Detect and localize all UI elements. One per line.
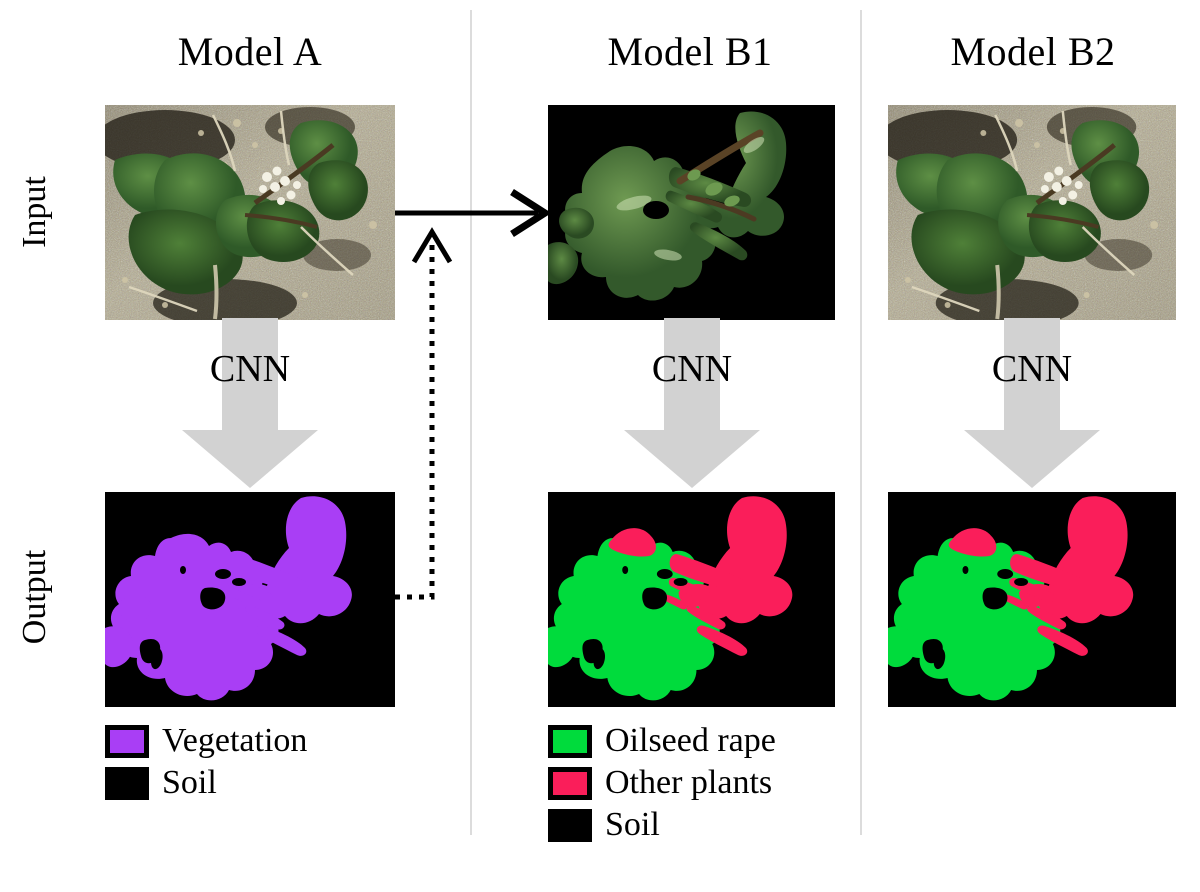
background-removed-plant-photo [548,105,835,320]
model-a-cnn-arrow [182,318,318,488]
model-b2-cnn-label: CNN [991,348,1073,390]
row-label-output: Output [16,549,53,645]
column-divider-2 [860,10,862,835]
legend-swatch-oilseed-rape [548,724,592,758]
dotted-feedback-arrow [395,227,453,600]
model-b1-legend: Oilseed rape Other plants Soil [548,722,776,848]
model-b1-output-image [548,492,835,707]
field-photo-soil-and-plant [105,105,395,320]
legend-label-other-plants: Other plants [605,764,773,801]
legend-swatch-other-plants [548,766,592,800]
legend-item: Soil [548,806,776,844]
row-label-input: Input [16,176,53,248]
column-title-model-a: Model A [177,29,323,74]
model-b2-input-image [888,105,1176,320]
species-mask-b2 [888,492,1176,707]
model-b1-cnn-arrow [624,318,760,488]
model-b2-cnn-arrow [964,318,1100,488]
legend-swatch-soil [105,766,149,800]
model-a-cnn-label: CNN [209,348,291,390]
legend-label-oilseed-rape: Oilseed rape [605,722,776,759]
legend-label-soil: Soil [605,806,660,843]
model-b1-cnn-label: CNN [651,348,733,390]
legend-item: Other plants [548,764,776,802]
legend-label-soil: Soil [162,764,217,801]
model-a-legend: Vegetation Soil [105,722,307,806]
legend-swatch-vegetation [105,724,149,758]
legend-item: Oilseed rape [548,722,776,760]
legend-swatch-soil [548,808,592,842]
model-b1-input-image [548,105,835,320]
model-a-output-image [105,492,395,707]
model-b2-output-image [888,492,1176,707]
column-divider-1 [470,10,472,835]
species-mask-b1 [548,492,835,707]
field-photo-soil-and-plant [888,105,1176,320]
column-title-model-b2: Model B2 [950,29,1116,74]
legend-item: Vegetation [105,722,307,760]
legend-item: Soil [105,764,307,802]
legend-label-vegetation: Vegetation [162,722,308,759]
vegetation-binary-mask [105,492,395,707]
column-title-model-b1: Model B1 [607,29,773,74]
model-a-input-image [105,105,395,320]
